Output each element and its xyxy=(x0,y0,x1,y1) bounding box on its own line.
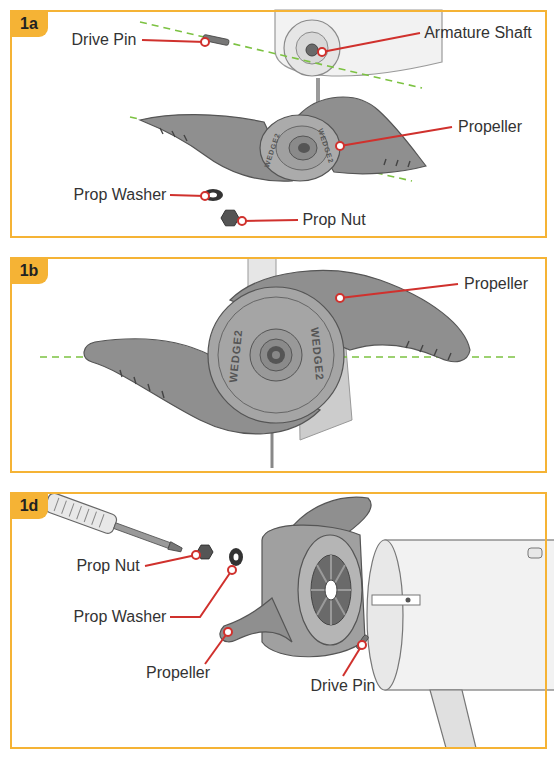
drive-pin xyxy=(356,634,369,650)
part-label: Propeller xyxy=(464,275,528,293)
hub-ring xyxy=(260,339,292,371)
blade-marks xyxy=(160,128,410,167)
leader-line xyxy=(340,127,452,146)
armature-shaft xyxy=(372,595,420,605)
propeller-1d xyxy=(220,497,371,657)
screwdriver xyxy=(44,492,185,560)
shaft-end xyxy=(272,351,280,359)
blade xyxy=(140,115,292,182)
motor-housing xyxy=(367,540,554,748)
part-label: Prop Washer xyxy=(74,608,167,626)
washer-hole xyxy=(209,193,217,198)
prop-nut xyxy=(221,210,239,226)
housing-bump xyxy=(528,548,542,558)
blade xyxy=(220,598,292,642)
washer-hole xyxy=(234,554,239,561)
blade-marks xyxy=(120,341,451,398)
part-label: Prop Nut xyxy=(76,557,139,575)
leader-line xyxy=(170,570,232,617)
propeller-1b xyxy=(84,270,470,433)
leader-line xyxy=(205,632,228,664)
leader-end xyxy=(358,641,366,649)
leader-line xyxy=(170,195,205,196)
leader-line xyxy=(242,220,298,221)
leader-line xyxy=(142,40,205,42)
hub-ring xyxy=(218,297,334,413)
leader-end xyxy=(224,628,232,636)
part-label: Armature Shaft xyxy=(424,24,532,42)
hub-ring xyxy=(311,555,351,625)
leader-line xyxy=(343,645,362,676)
part-label: Prop Washer xyxy=(74,186,167,204)
hub-spokes xyxy=(311,555,351,625)
housing-face xyxy=(367,540,403,690)
housing-body xyxy=(385,540,554,690)
leader-line xyxy=(322,33,420,52)
alignment-line xyxy=(140,22,422,88)
leader-end xyxy=(336,142,344,150)
prop-washer xyxy=(229,548,243,566)
part-label: Propeller xyxy=(146,664,210,682)
leader-end xyxy=(336,294,344,302)
handle-ridges xyxy=(54,498,104,528)
screwdriver-tip xyxy=(168,542,183,554)
hub-bore xyxy=(267,346,285,364)
part-label: Drive Pin xyxy=(72,31,137,49)
leader-end xyxy=(228,566,236,574)
hub-ring xyxy=(289,136,317,160)
hub-bore xyxy=(298,143,310,153)
hub-face xyxy=(298,535,362,645)
step-number: 1d xyxy=(10,492,48,519)
housing-body xyxy=(275,10,442,76)
armature-shaft xyxy=(306,44,318,56)
step-number: 1b xyxy=(10,257,48,284)
part-label: Propeller xyxy=(458,118,522,136)
hub-ring xyxy=(250,329,302,381)
screwdriver-handle xyxy=(44,492,118,535)
hub xyxy=(208,287,344,423)
leader-end xyxy=(318,48,326,56)
fin xyxy=(430,690,476,748)
screwdriver-shaft xyxy=(114,523,171,548)
part-label: Drive Pin xyxy=(311,677,376,695)
motor-housing xyxy=(275,10,442,112)
part-label: Prop Nut xyxy=(302,211,365,229)
housing-ring xyxy=(296,32,328,64)
hub-drum xyxy=(262,525,365,657)
hub-bore xyxy=(325,580,337,600)
step-number: 1a xyxy=(10,10,48,37)
leader-line xyxy=(145,555,196,566)
leader-lines xyxy=(142,33,458,676)
leader-ends xyxy=(192,38,366,649)
hub xyxy=(260,115,340,181)
leader-end xyxy=(201,192,209,200)
leader-end xyxy=(238,217,246,225)
leader-line xyxy=(340,284,458,298)
leader-end xyxy=(192,551,200,559)
pin-hole xyxy=(406,598,411,603)
leader-end xyxy=(201,38,209,46)
